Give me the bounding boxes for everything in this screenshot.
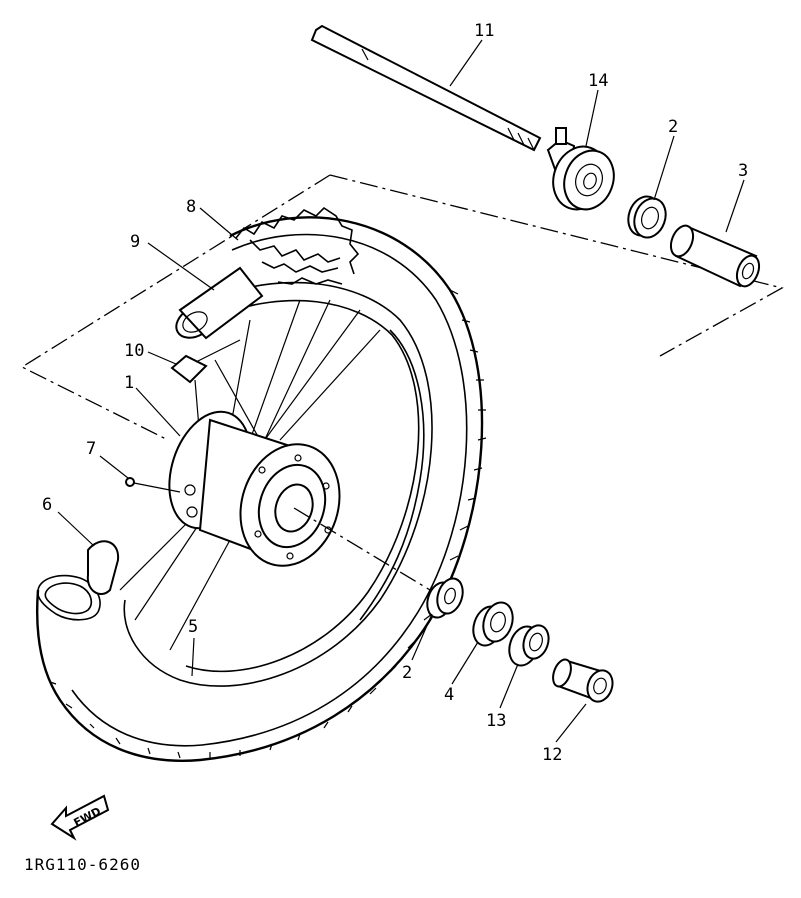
- callout-2-lower: 2: [402, 663, 412, 683]
- collar-spacer: [669, 224, 761, 288]
- callout-13: 13: [486, 711, 506, 731]
- rim-band-cap: [86, 540, 120, 595]
- spoke-nipple: [125, 477, 181, 493]
- speedometer-gear-unit: [546, 127, 615, 211]
- hub: [168, 410, 341, 567]
- spokes: [119, 299, 381, 651]
- axle-collar-12: [552, 658, 614, 703]
- callout-8: 8: [186, 197, 196, 217]
- callout-7: 7: [86, 439, 96, 459]
- oil-seal: [472, 601, 514, 647]
- callout-5: 5: [188, 617, 198, 637]
- callout-10: 10: [124, 341, 144, 361]
- callout-12: 12: [542, 745, 562, 765]
- bearing-lower: [426, 577, 464, 619]
- drawing-code: 1RG110-6260: [24, 855, 141, 874]
- callout-2-upper: 2: [668, 117, 678, 137]
- rim-lock: [170, 339, 241, 384]
- tire: [35, 206, 487, 762]
- callout-6: 6: [42, 495, 52, 515]
- bearing-upper: [627, 195, 667, 239]
- callout-4: 4: [444, 685, 454, 705]
- callouts: 11 14 2 3 8 9 10 1 7 6 5 2 4 13 12: [42, 21, 748, 765]
- forward-arrow-icon: FWD: [50, 794, 110, 841]
- leader-lines: [57, 39, 745, 743]
- tube-valve: [175, 266, 264, 340]
- callout-1: 1: [124, 373, 134, 393]
- callout-14: 14: [588, 71, 608, 91]
- callout-11: 11: [474, 21, 494, 41]
- rim: [123, 281, 433, 687]
- collar-13: [508, 624, 550, 667]
- callout-9: 9: [130, 232, 140, 252]
- assembly-outline: [20, 174, 784, 441]
- callout-3: 3: [738, 161, 748, 181]
- axle-shaft: [310, 24, 542, 152]
